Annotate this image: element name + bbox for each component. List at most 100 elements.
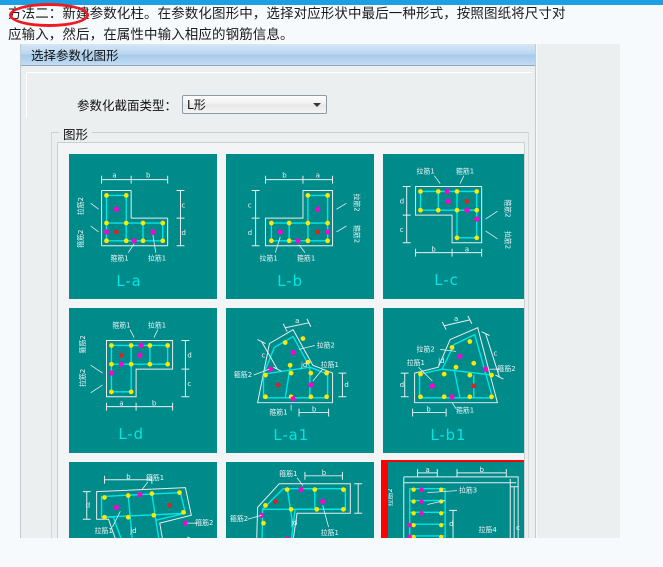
svg-text:jd: jd xyxy=(129,527,136,535)
svg-text:L-d: L-d xyxy=(118,426,144,443)
svg-text:箍筋1: 箍筋1 xyxy=(110,254,128,263)
right-margin xyxy=(620,44,663,538)
shape-cell-L-e[interactable]: 拉筋3 拉筋2 拉筋2 拉筋4 a b c d e xyxy=(381,460,524,544)
svg-text:b: b xyxy=(282,172,286,180)
svg-text:箍筋2: 箍筋2 xyxy=(78,335,87,353)
svg-text:箍筋2: 箍筋2 xyxy=(76,230,85,248)
instruction-text: 方法二：新建参数化柱。在参数化图形中，选择对应形状中最后一种形式，按照图纸将尺寸… xyxy=(8,4,620,46)
svg-text:jd: jd xyxy=(300,361,307,369)
svg-text:b: b xyxy=(152,400,156,408)
shape-grid-scroll-area[interactable]: a b c d 拉筋2 箍筋2 箍筋1 拉筋1 L-a xyxy=(57,142,525,544)
svg-text:箍筋2: 箍筋2 xyxy=(195,518,213,527)
svg-text:a: a xyxy=(295,317,299,325)
svg-text:b: b xyxy=(126,473,130,481)
shape-cell-L-c1[interactable]: 箍筋1 拉筋1 jd 箍筋2 拉筋2 b d c xyxy=(67,460,219,544)
svg-text:d: d xyxy=(344,381,348,389)
shape-cell-L-b1[interactable]: 拉筋2 拉筋1 jd 箍筋2 箍筋1 a c d xyxy=(381,306,524,455)
svg-text:d: d xyxy=(86,501,90,509)
svg-text:拉筋2: 拉筋2 xyxy=(503,231,512,249)
svg-text:L-b1: L-b1 xyxy=(430,427,466,444)
shape-thumbnail: 箍筋1 箍筋2 jd 拉筋1 拉筋2 b xyxy=(226,462,374,544)
svg-text:c: c xyxy=(248,201,252,209)
svg-text:箍筋1: 箍筋1 xyxy=(456,167,474,176)
svg-text:b: b xyxy=(312,406,316,414)
svg-text:拉筋2: 拉筋2 xyxy=(417,344,435,353)
top-blue-strip xyxy=(0,0,663,5)
instruction-line-2: 应输入，然后，在属性中输入相应的钢筋信息。 xyxy=(8,27,294,43)
svg-text:拉筋3: 拉筋3 xyxy=(459,486,477,495)
left-margin xyxy=(0,44,20,538)
svg-text:d: d xyxy=(400,197,404,205)
svg-text:c: c xyxy=(400,226,404,234)
section-type-label: 参数化截面类型： xyxy=(77,98,178,113)
svg-text:d: d xyxy=(400,381,404,389)
section-type-panel: 参数化截面类型： L形 xyxy=(26,72,532,118)
graphics-groupbox xyxy=(51,132,529,544)
svg-text:L-a: L-a xyxy=(116,273,141,290)
svg-text:c: c xyxy=(493,349,497,357)
chevron-down-icon[interactable] xyxy=(309,97,325,112)
svg-text:jd: jd xyxy=(437,357,444,365)
svg-text:a: a xyxy=(119,400,123,408)
svg-text:L-c: L-c xyxy=(434,272,458,289)
svg-text:d: d xyxy=(449,520,453,528)
svg-text:b: b xyxy=(146,172,150,180)
svg-text:b: b xyxy=(431,246,435,254)
svg-text:箍筋2: 箍筋2 xyxy=(230,514,248,523)
dialog-titlebar: 选择参数化图形 xyxy=(21,44,535,66)
svg-text:拉筋2: 拉筋2 xyxy=(388,488,394,506)
svg-text:拉筋1: 拉筋1 xyxy=(407,358,425,367)
svg-text:a: a xyxy=(465,246,469,254)
svg-text:拉筋1: 拉筋1 xyxy=(148,321,166,330)
svg-text:箍筋1: 箍筋1 xyxy=(112,321,130,330)
bottom-margin xyxy=(0,538,663,567)
svg-text:b: b xyxy=(480,466,484,474)
svg-text:b: b xyxy=(426,406,430,414)
svg-text:拉筋1: 拉筋1 xyxy=(148,254,166,263)
svg-text:拉筋1: 拉筋1 xyxy=(260,254,278,263)
svg-text:箍筋1: 箍筋1 xyxy=(456,406,474,415)
svg-text:箍筋2: 箍筋2 xyxy=(352,225,361,243)
svg-text:箍筋1: 箍筋1 xyxy=(297,254,315,263)
svg-text:拉筋1: 拉筋1 xyxy=(417,167,435,176)
svg-text:箍筋1: 箍筋1 xyxy=(146,473,164,482)
svg-text:d: d xyxy=(248,229,252,237)
svg-text:拉筋4: 拉筋4 xyxy=(479,525,497,534)
svg-text:b: b xyxy=(322,469,326,477)
shape-thumbnail: 箍筋1 拉筋1 jd 箍筋2 拉筋2 b d c xyxy=(69,462,217,544)
svg-text:箍筋2: 箍筋2 xyxy=(497,364,515,373)
shape-cell-L-d1[interactable]: 箍筋1 箍筋2 jd 拉筋1 拉筋2 b xyxy=(224,460,376,544)
svg-text:拉筋2: 拉筋2 xyxy=(78,369,87,387)
instruction-line-1: 方法二：新建参数化柱。在参数化图形中，选择对应形状中最后一种形式，按照图纸将尺寸… xyxy=(8,6,566,22)
section-type-value: L形 xyxy=(187,98,206,112)
svg-text:箍筋1: 箍筋1 xyxy=(279,469,297,478)
svg-text:a: a xyxy=(454,315,458,323)
svg-text:a: a xyxy=(316,172,320,180)
svg-text:箍筋2: 箍筋2 xyxy=(234,370,252,379)
shape-thumbnail: 拉筋2 箍筋2 jd 拉筋1 箍筋1 a c d xyxy=(226,308,374,453)
svg-text:L-b: L-b xyxy=(277,273,303,290)
dialog-title: 选择参数化图形 xyxy=(31,48,119,63)
svg-text:拉筋2: 拉筋2 xyxy=(317,340,335,349)
svg-text:箍筋2: 箍筋2 xyxy=(503,199,512,217)
svg-text:d: d xyxy=(187,351,191,359)
svg-text:箍筋1: 箍筋1 xyxy=(269,408,287,417)
shape-cell-L-c[interactable]: 拉筋1 箍筋1 d c b a 箍筋2 拉筋2 L-c xyxy=(381,152,524,301)
section-type-select[interactable]: L形 xyxy=(182,95,328,114)
select-parametric-shape-dialog: 选择参数化图形 参数化截面类型： L形 图形 xyxy=(20,44,536,544)
svg-text:c: c xyxy=(262,351,266,359)
svg-text:jd: jd xyxy=(290,519,297,527)
shape-grid: a b c d 拉筋2 箍筋2 箍筋1 拉筋1 L-a xyxy=(67,152,524,544)
svg-text:c: c xyxy=(516,524,520,532)
svg-text:d: d xyxy=(181,229,185,237)
section-type-row: 参数化截面类型： L形 xyxy=(77,95,328,114)
svg-text:L-a1: L-a1 xyxy=(273,427,309,444)
shape-cell-L-a1[interactable]: 拉筋2 箍筋2 jd 拉筋1 箍筋1 a c d xyxy=(224,306,376,455)
svg-text:拉筋1: 拉筋1 xyxy=(95,526,113,535)
